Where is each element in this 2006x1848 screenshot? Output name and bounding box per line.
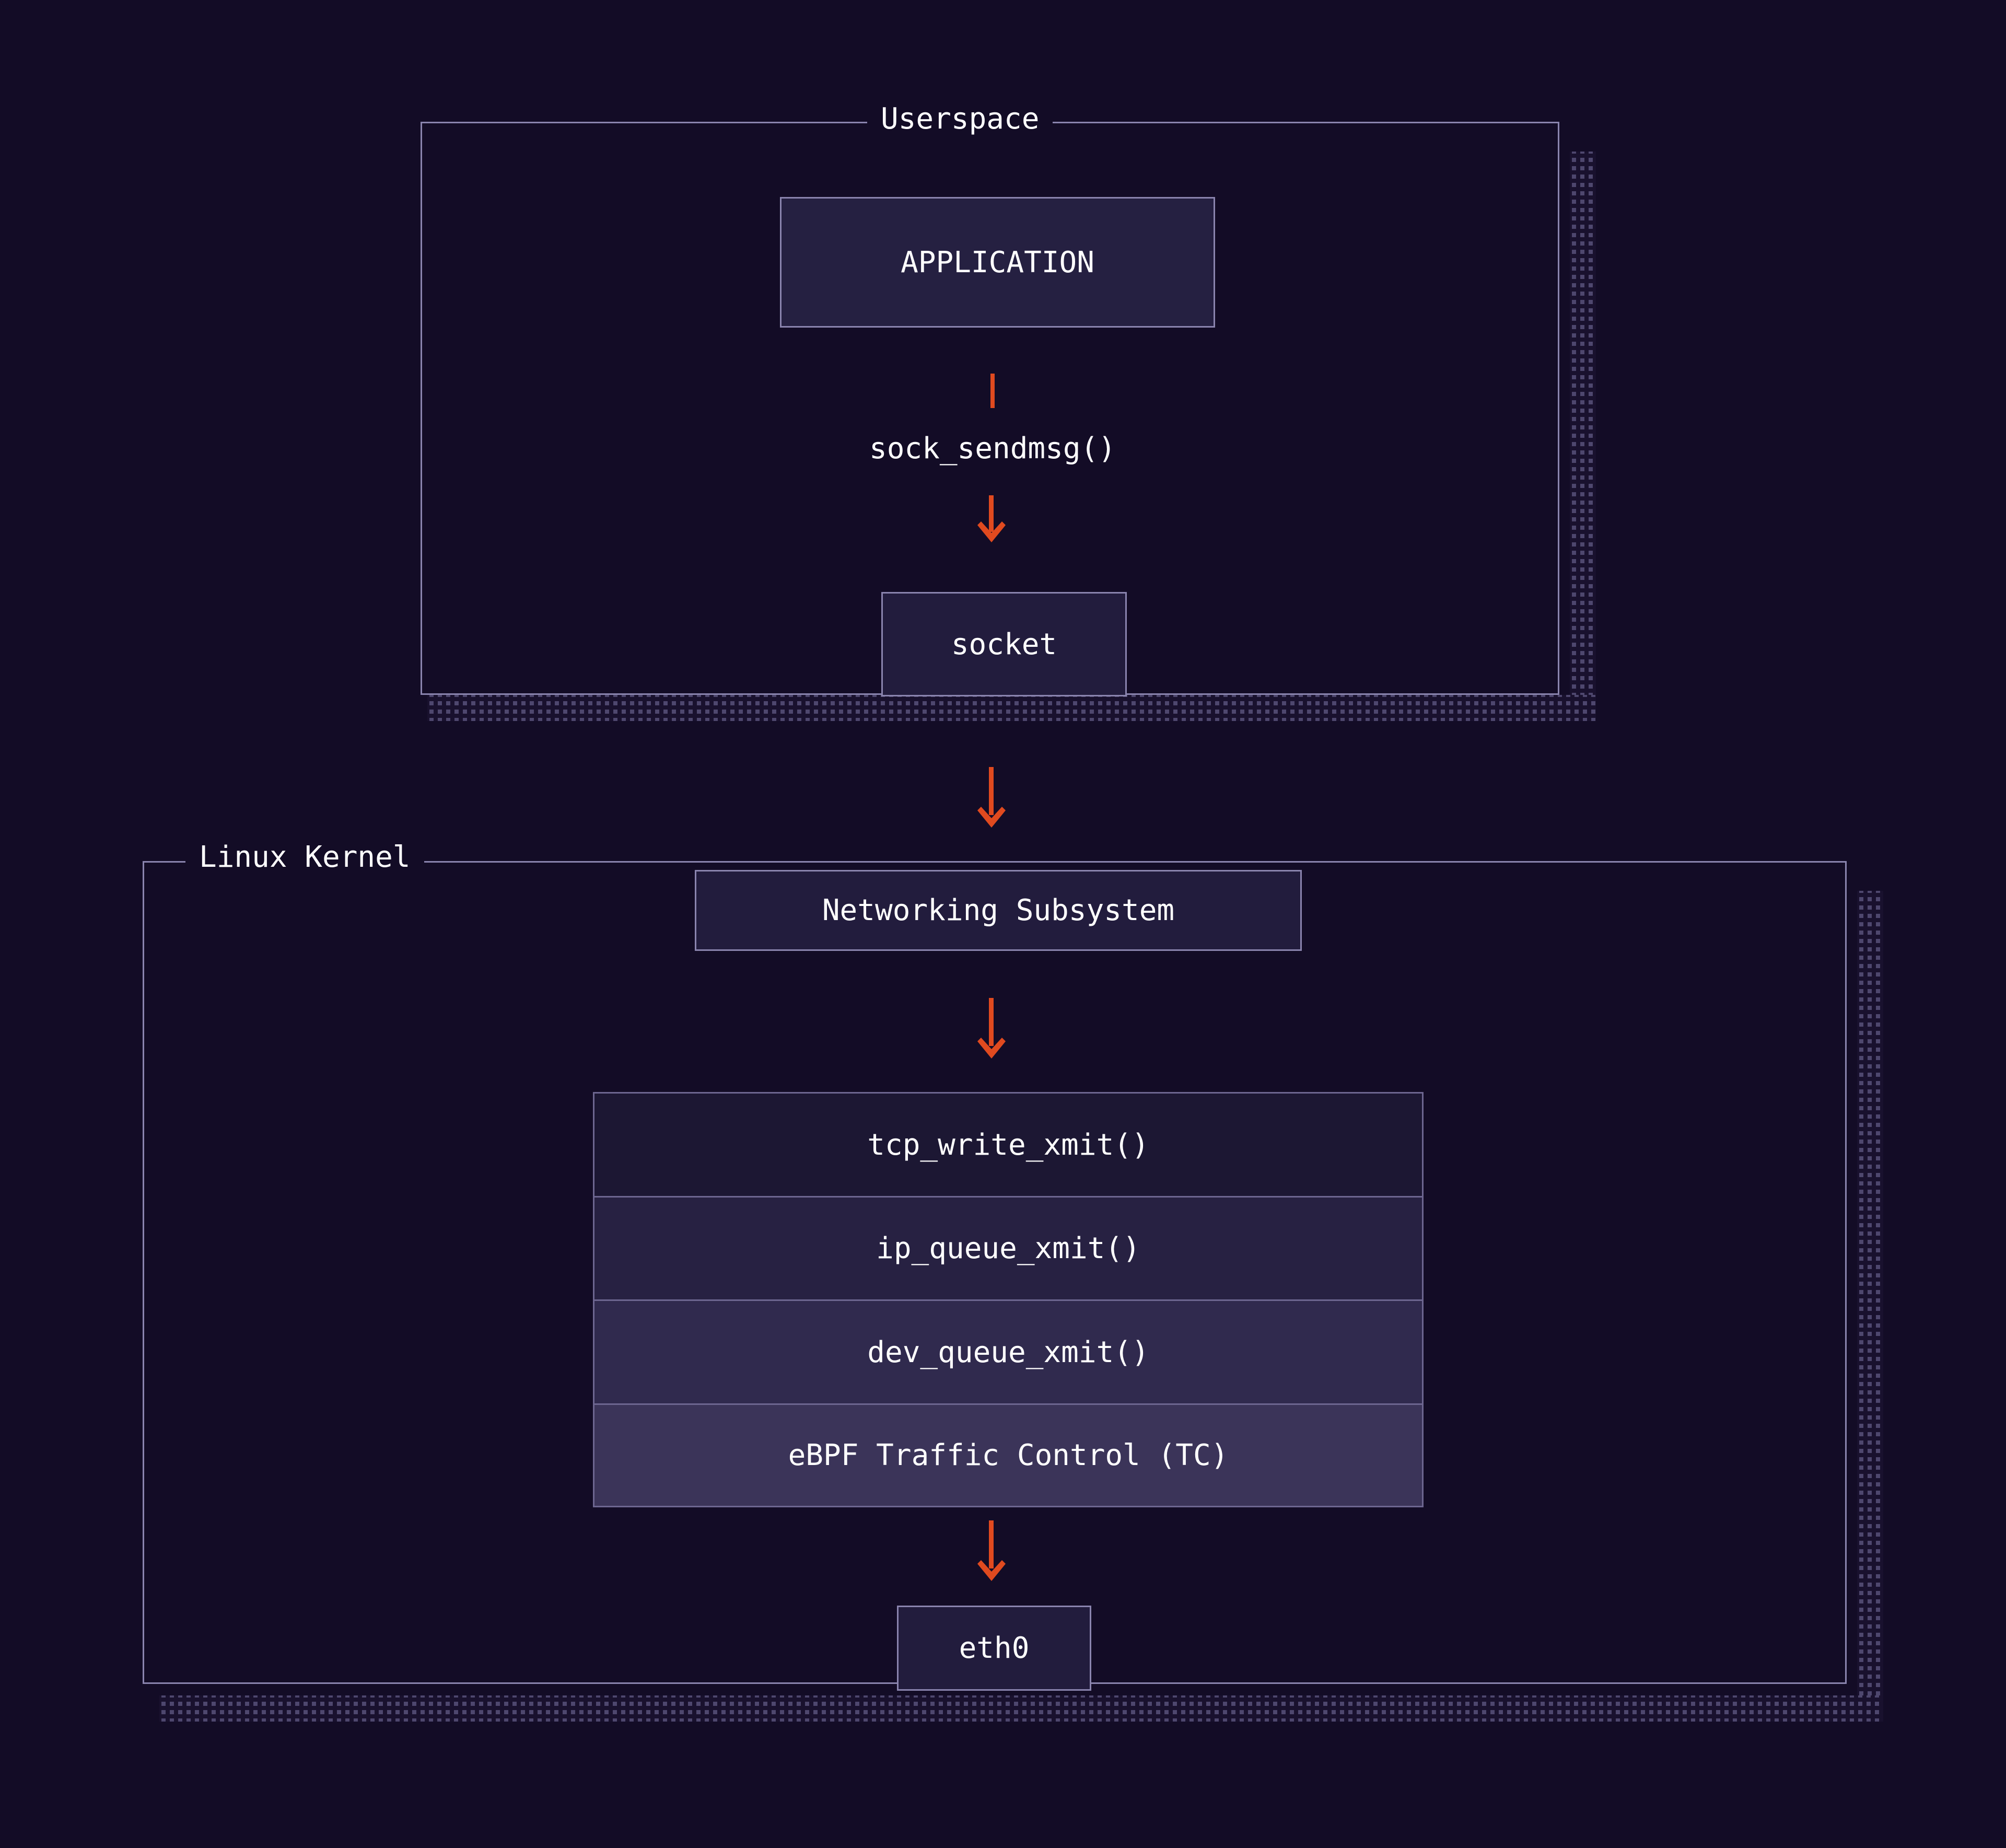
- stack-row-ip-queue-xmit[interactable]: ip_queue_xmit(): [593, 1196, 1424, 1299]
- stack-row-label: eBPF Traffic Control (TC): [788, 1438, 1229, 1472]
- node-eth0-label: eth0: [959, 1631, 1030, 1665]
- node-networking-subsystem[interactable]: Networking Subsystem: [695, 870, 1302, 951]
- userspace-shadow-right: [1570, 152, 1596, 716]
- node-socket-label: socket: [951, 627, 1057, 661]
- node-application[interactable]: APPLICATION: [780, 197, 1215, 328]
- stack-row-tcp-write-xmit[interactable]: tcp_write_xmit(): [593, 1092, 1424, 1196]
- userspace-shadow-bottom: [427, 695, 1596, 721]
- kernel-tx-stack: tcp_write_xmit() ip_queue_xmit() dev_que…: [593, 1092, 1424, 1507]
- group-linux-kernel-label: Linux Kernel: [185, 843, 424, 872]
- node-application-label: APPLICATION: [901, 245, 1094, 280]
- edge-stack-to-eth0-arrow: [973, 1520, 1010, 1582]
- stack-row-ebpf-tc[interactable]: eBPF Traffic Control (TC): [593, 1403, 1424, 1507]
- node-eth0[interactable]: eth0: [897, 1606, 1091, 1691]
- kernel-shadow-right: [1857, 891, 1883, 1722]
- kernel-shadow-bottom: [159, 1695, 1883, 1722]
- edge-socket-to-kernel-arrow: [973, 767, 1010, 829]
- edge-app-to-socket-label: sock_sendmsg(): [869, 432, 1116, 466]
- stack-row-label: tcp_write_xmit(): [867, 1128, 1149, 1162]
- edge-netsubsys-to-stack-arrow: [973, 998, 1010, 1060]
- stack-row-dev-queue-xmit[interactable]: dev_queue_xmit(): [593, 1299, 1424, 1403]
- edge-app-to-socket-arrowhead: [973, 495, 1010, 543]
- node-socket[interactable]: socket: [881, 592, 1127, 696]
- edge-app-to-socket-stem: [989, 374, 996, 408]
- node-networking-subsystem-label: Networking Subsystem: [822, 893, 1175, 927]
- stack-row-label: dev_queue_xmit(): [867, 1335, 1149, 1369]
- stack-row-label: ip_queue_xmit(): [876, 1231, 1140, 1265]
- group-userspace-label: Userspace: [867, 104, 1053, 134]
